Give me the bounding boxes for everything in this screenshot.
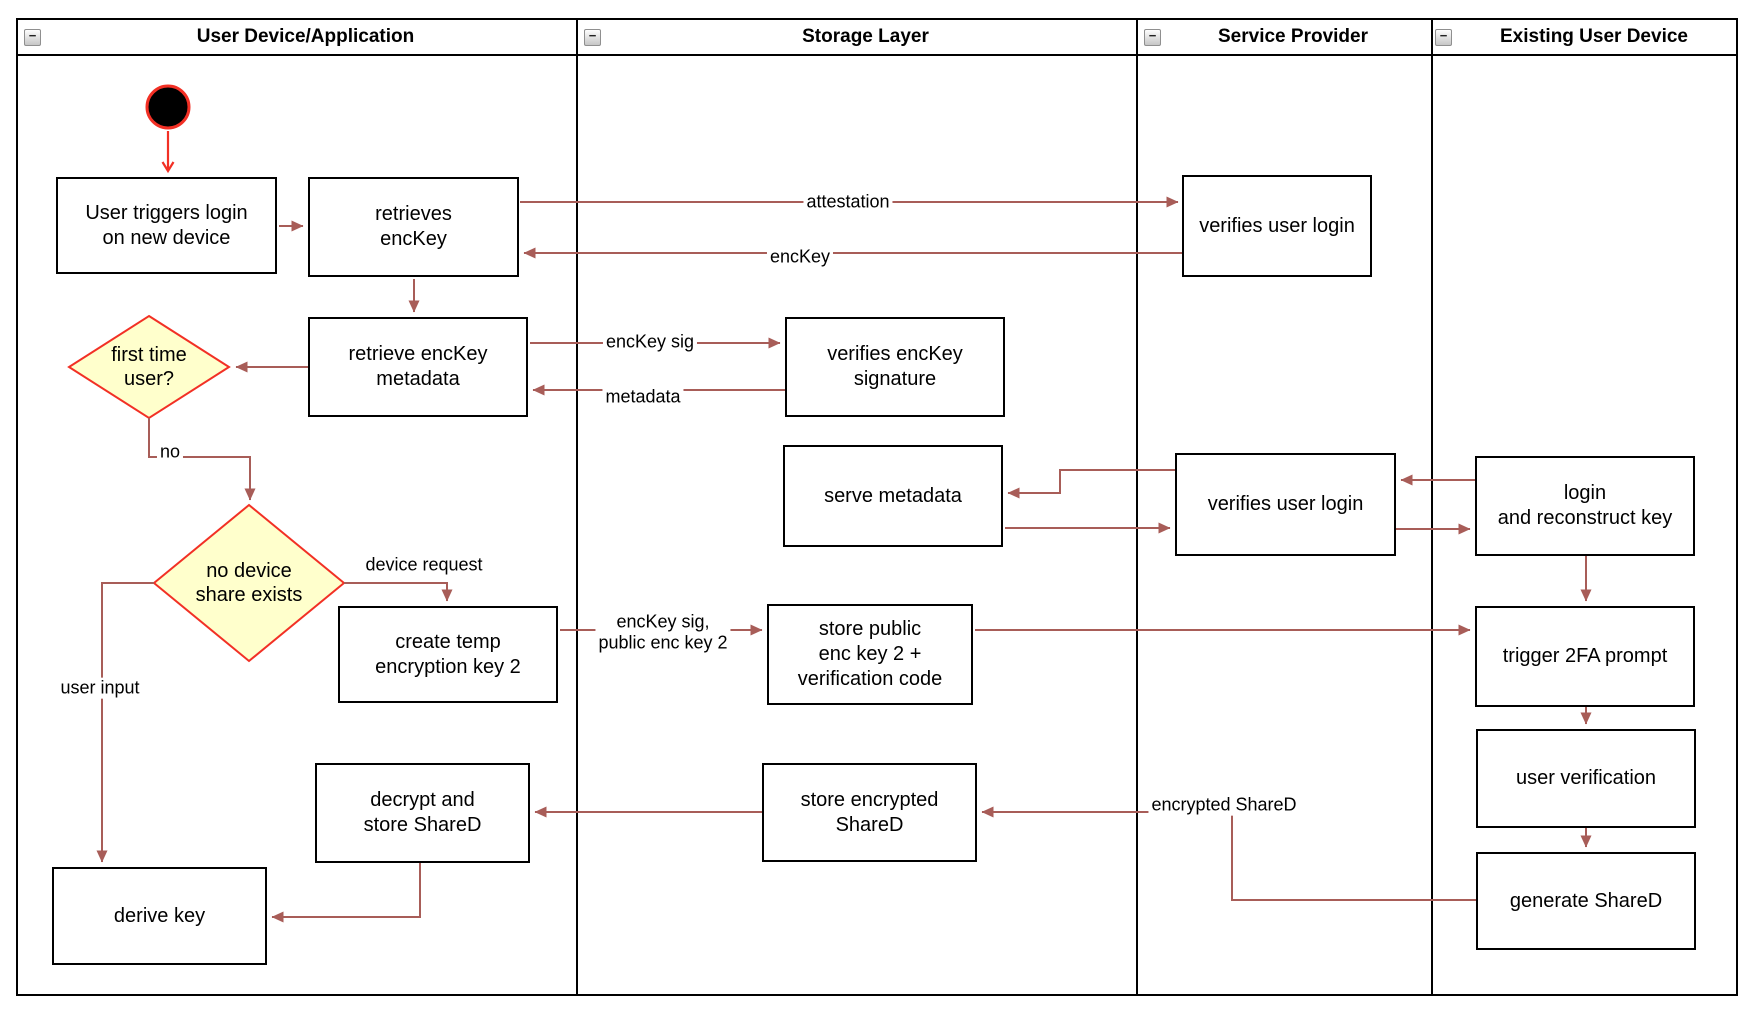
node-store-public-key[interactable]: store public enc key 2 + verification co… bbox=[767, 604, 973, 705]
lane-divider-2 bbox=[1136, 18, 1138, 996]
node-verifies-enckey-signature[interactable]: verifies encKey signature bbox=[785, 317, 1005, 417]
edge-verifiesmid-to-servemetadata bbox=[1007, 469, 1175, 499]
lane-divider-3 bbox=[1431, 18, 1433, 996]
node-user-verification[interactable]: user verification bbox=[1476, 729, 1696, 828]
node-retrieves-enckey[interactable]: retrieves encKey bbox=[308, 177, 519, 277]
edge-label-enckey-sig: encKey sig bbox=[602, 331, 698, 353]
edge-label-user-input: user input bbox=[57, 677, 143, 699]
header-divider bbox=[16, 54, 1738, 56]
start-node bbox=[145, 84, 191, 130]
collapse-icon[interactable]: − bbox=[1435, 28, 1452, 46]
node-trigger-2fa-prompt[interactable]: trigger 2FA prompt bbox=[1475, 606, 1695, 707]
lane-header-existing-user-device: − Existing User Device bbox=[1433, 20, 1738, 54]
edge-sharediamond-to-createtemp bbox=[344, 582, 453, 602]
collapse-icon[interactable]: − bbox=[1144, 28, 1161, 46]
edge-generateshared-to-storeencrypted bbox=[981, 806, 1476, 901]
pool-border bbox=[16, 18, 1738, 996]
edge-label-encrypted-shared: encrypted ShareD bbox=[1148, 794, 1300, 816]
lane-title: User Device/Application bbox=[196, 26, 415, 47]
edge-label-enckey: encKey bbox=[766, 246, 834, 268]
decision-no-device-share bbox=[152, 503, 346, 663]
edge-label-metadata: metadata bbox=[602, 386, 684, 408]
lane-title: Existing User Device bbox=[1500, 26, 1688, 47]
lane-title: Service Provider bbox=[1218, 26, 1368, 47]
edge-label-sig-pub-key: encKey sig, public enc key 2 bbox=[595, 611, 731, 653]
edge-sharediamond-to-derivekey bbox=[96, 582, 154, 863]
lane-header-user-device: − User Device/Application bbox=[18, 20, 576, 54]
node-generate-shared[interactable]: generate ShareD bbox=[1476, 852, 1696, 950]
lane-header-service-provider: − Service Provider bbox=[1138, 20, 1431, 54]
decision-label-first-time-user[interactable]: first time user? bbox=[111, 344, 187, 390]
node-derive-key[interactable]: derive key bbox=[52, 867, 267, 965]
edge-label-device-request: device request bbox=[362, 554, 486, 576]
decision-label-no-device-share[interactable]: no device share exists bbox=[195, 560, 303, 606]
edge-label-no: no bbox=[156, 441, 184, 463]
lane-divider-1 bbox=[576, 18, 578, 996]
node-decrypt-store-shared[interactable]: decrypt and store ShareD bbox=[315, 763, 530, 863]
edge-decrypt-to-derivekey bbox=[271, 863, 421, 923]
edge-label-attestation: attestation bbox=[803, 191, 893, 213]
node-user-triggers-login[interactable]: User triggers login on new device bbox=[56, 177, 277, 274]
collapse-icon[interactable]: − bbox=[24, 28, 41, 46]
node-verifies-user-login-mid[interactable]: verifies user login bbox=[1175, 453, 1396, 556]
node-retrieve-enckey-metadata[interactable]: retrieve encKey metadata bbox=[308, 317, 528, 417]
node-serve-metadata[interactable]: serve metadata bbox=[783, 445, 1003, 547]
lane-title: Storage Layer bbox=[802, 26, 929, 47]
node-login-reconstruct-key[interactable]: login and reconstruct key bbox=[1475, 456, 1695, 556]
lane-header-storage-layer: − Storage Layer bbox=[578, 20, 1136, 54]
edge-firsttime-no-to-sharediamond bbox=[148, 418, 256, 501]
node-verifies-user-login-top[interactable]: verifies user login bbox=[1182, 175, 1372, 277]
node-create-temp-key[interactable]: create temp encryption key 2 bbox=[338, 606, 558, 703]
collapse-icon[interactable]: − bbox=[584, 28, 601, 46]
node-store-encrypted-shared[interactable]: store encrypted ShareD bbox=[762, 763, 977, 862]
